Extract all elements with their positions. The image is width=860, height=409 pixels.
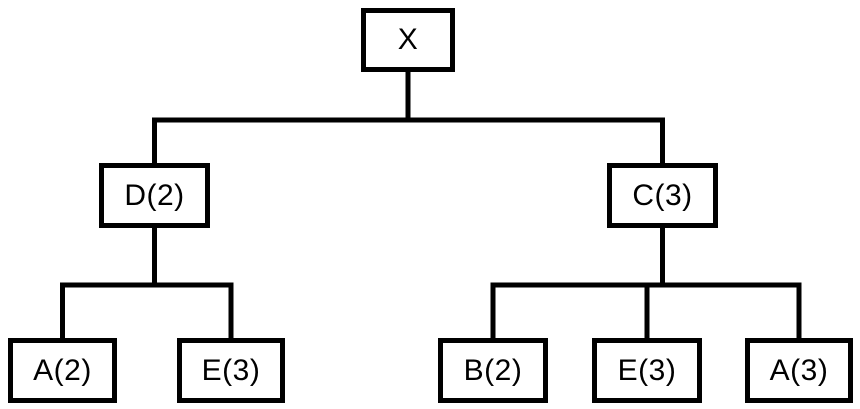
node-a2: A(2) (8, 338, 117, 403)
node-d: D(2) (99, 163, 210, 228)
node-b2: B(2) (438, 338, 548, 403)
node-a3: A(3) (745, 338, 853, 403)
edge-root-c (405, 70, 665, 166)
node-root: X (361, 8, 455, 72)
node-e3-right: E(3) (592, 338, 702, 403)
edge-d-a2 (60, 226, 157, 341)
node-e3-left: E(3) (177, 338, 285, 403)
node-c: C(3) (607, 163, 718, 228)
edge-d-e3-left (152, 226, 234, 341)
edge-c-b2 (490, 226, 665, 341)
edge-root-d (152, 70, 411, 166)
edge-c-a3 (660, 226, 802, 341)
